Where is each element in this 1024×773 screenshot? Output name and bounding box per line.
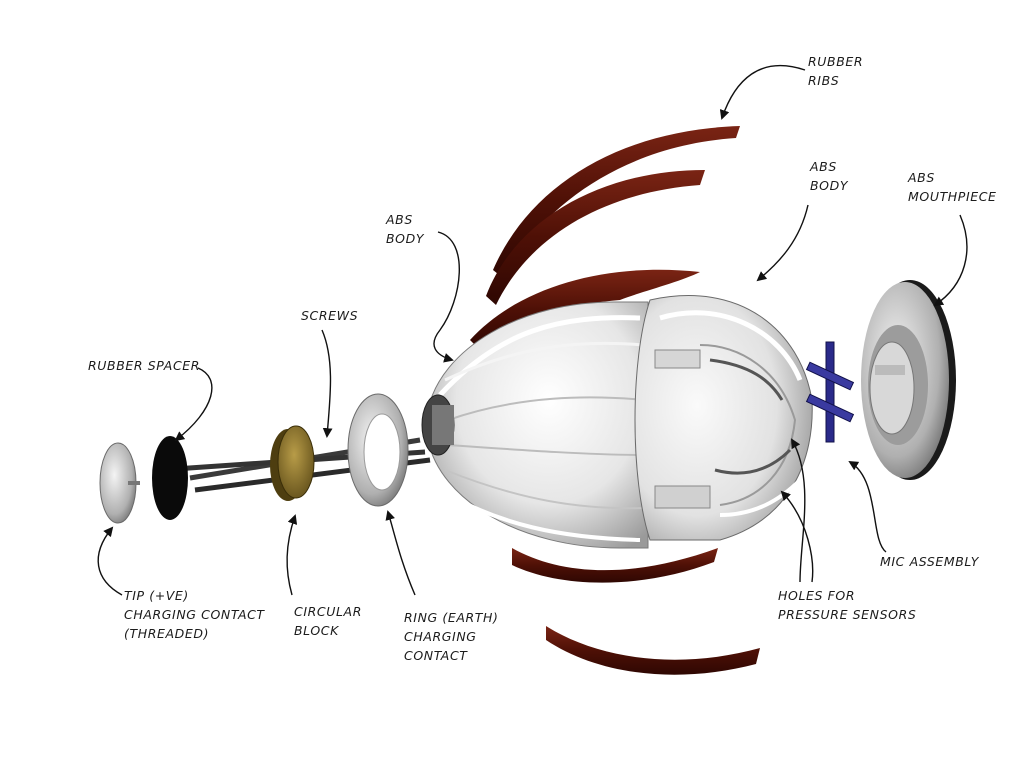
rubber-rib-top-outer [493,126,740,278]
label-abs-mouthpiece: ABS MOUTHPIECE [908,170,997,204]
abs-mouthpiece [861,280,956,480]
leader-rubber-ribs [719,65,806,120]
label-rubber-spacer: RUBBER SPACER [88,358,201,373]
leader-rubber-spacer [174,367,213,442]
leader-tip-contact [97,526,123,596]
leader-lines [97,65,968,596]
label-circular-block: CIRCULAR BLOCK [294,604,362,638]
leader-abs-mouthpiece [933,214,968,307]
rubber-ribs [470,126,760,675]
label-abs-body-right: ABS BODY [810,159,849,193]
rubber-spacer [152,436,188,520]
rubber-rib-top-inner [486,170,705,305]
leader-abs-body-left [433,231,460,363]
label-mic-assembly: MIC ASSEMBLY [880,554,980,569]
leader-holes-sensors-1 [791,438,806,583]
leader-mic-assembly [848,460,887,553]
leader-circular-block [286,514,298,596]
label-abs-body-left: ABS BODY [386,212,425,246]
label-rubber-ribs: RUBBER RIBS [808,54,864,88]
label-ring-contact: RING (EARTH) CHARGING CONTACT [404,610,499,663]
leader-abs-body-right [756,204,809,282]
mic-assembly [805,341,855,443]
leader-holes-sensors-2 [780,490,814,583]
label-screws: SCREWS [301,308,359,323]
rubber-rib-upper-band [470,269,700,350]
tip-charging-contact [99,442,140,524]
rubber-rib-bottom [546,626,760,675]
abs-body-left [421,301,649,549]
rubber-rib-lower [512,548,718,583]
circular-block [270,425,315,501]
label-holes-sensors: HOLES FOR PRESSURE SENSORS [778,588,917,622]
label-tip-contact: TIP (+VE) CHARGING CONTACT (THREADED) [124,588,265,641]
leader-ring-contact [385,510,416,596]
ring-charging-contact [347,393,409,507]
abs-body-right [634,295,813,541]
leader-screws [321,329,333,438]
